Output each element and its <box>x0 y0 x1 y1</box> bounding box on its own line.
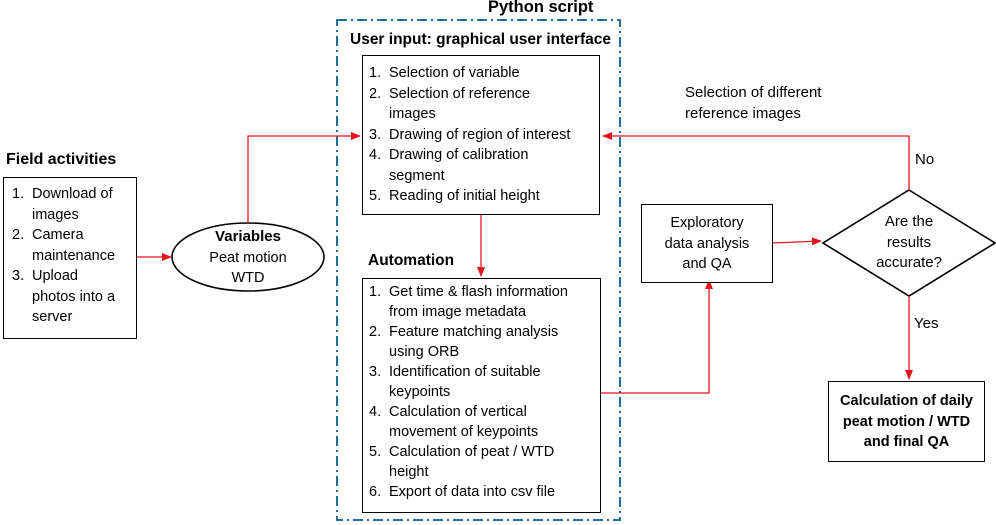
user-input-box: 1. Selection of variable 2. Selection of… <box>362 55 600 215</box>
automation-title: Automation <box>368 252 455 269</box>
final-line: peat motion / WTD <box>842 413 971 430</box>
variables-title: Variables <box>215 228 281 245</box>
exploratory-line: Exploratory <box>670 215 744 231</box>
python-script-frame <box>336 19 621 521</box>
decision-line: Are the <box>884 213 934 230</box>
exploratory-analysis-box: Exploratory data analysis and QA <box>641 204 773 283</box>
exploratory-line: and QA <box>682 256 732 272</box>
variables-text: Variables Peat motion WTD <box>180 227 316 289</box>
field-activities-title: Field activities <box>6 151 117 168</box>
decision-line: results <box>886 233 932 251</box>
arrow-exploratory-to-decision <box>772 237 822 246</box>
variables-item: Peat motion <box>209 249 287 266</box>
yes-label: Yes <box>914 315 939 332</box>
user-input-step: 3. Drawing of region of interest <box>369 126 571 143</box>
exploratory-line: data analysis <box>664 235 750 252</box>
arrow-variables-to-user-input <box>247 132 361 223</box>
arrow-automation-to-exploratory <box>601 279 713 394</box>
user-input-title: User input: graphical user interface <box>350 31 611 48</box>
reference-feedback-label: Selection of different reference images <box>685 84 822 122</box>
user-input-step: 1. Selection of variable <box>369 65 520 81</box>
user-input-step: 5. Reading of initial height <box>369 188 540 204</box>
no-label: No <box>915 151 935 168</box>
final-line: and final QA <box>863 434 950 450</box>
decision-line: accurate? <box>876 254 942 271</box>
python-script-title: Python script <box>488 0 594 16</box>
final-calculation-box: Calculation of daily peat motion / WTD a… <box>828 381 985 462</box>
decision-text: Are the results accurate? <box>850 212 968 274</box>
automation-step: 6. Export of data into csv file <box>369 484 556 500</box>
variables-item: WTD <box>231 270 265 286</box>
final-line: Calculation of daily <box>840 393 973 409</box>
arrow-decision-no-to-user-input <box>602 132 910 190</box>
user-input-list: 1. Selection of variable 2. Selection of… <box>369 63 595 207</box>
